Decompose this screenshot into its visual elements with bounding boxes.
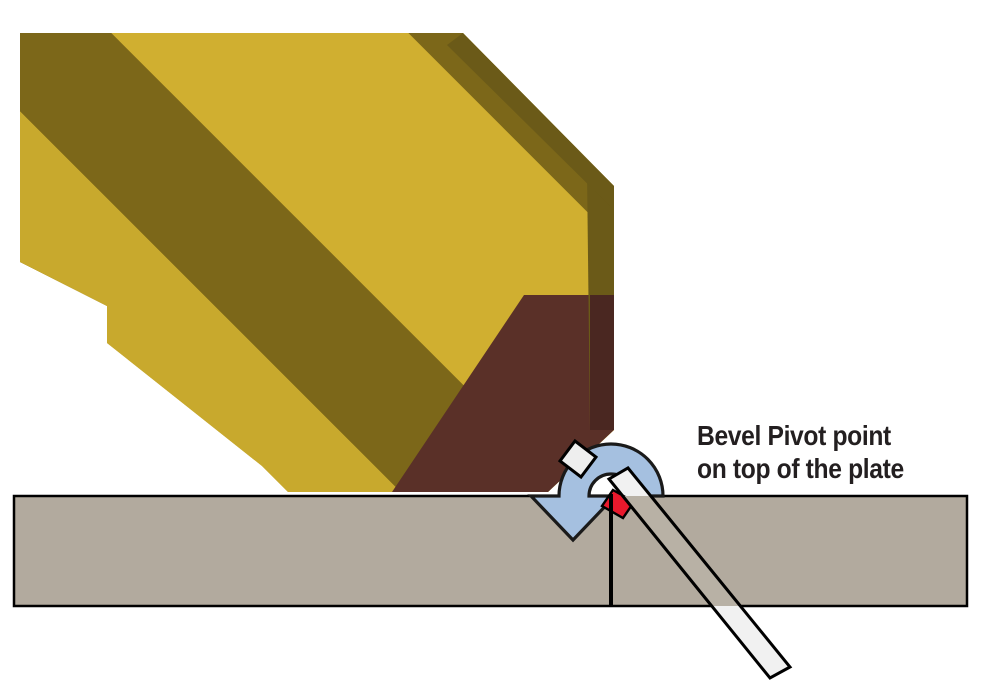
tool-brown-tip bbox=[392, 295, 614, 492]
callout-label: Bevel Pivot point on top of the plate bbox=[697, 419, 952, 485]
callout-line-1: Bevel Pivot point bbox=[697, 420, 891, 451]
tool-right-face-brown bbox=[590, 295, 614, 430]
tool-band-7 bbox=[20, 33, 614, 492]
steel-plate bbox=[12, 494, 969, 608]
callout-line-2: on top of the plate bbox=[697, 453, 904, 484]
tool-top-right-chamfer bbox=[447, 33, 614, 210]
plate-kerf bbox=[620, 496, 743, 606]
bevel-tip-segment bbox=[557, 438, 599, 480]
plate-kerf-group bbox=[620, 496, 743, 606]
